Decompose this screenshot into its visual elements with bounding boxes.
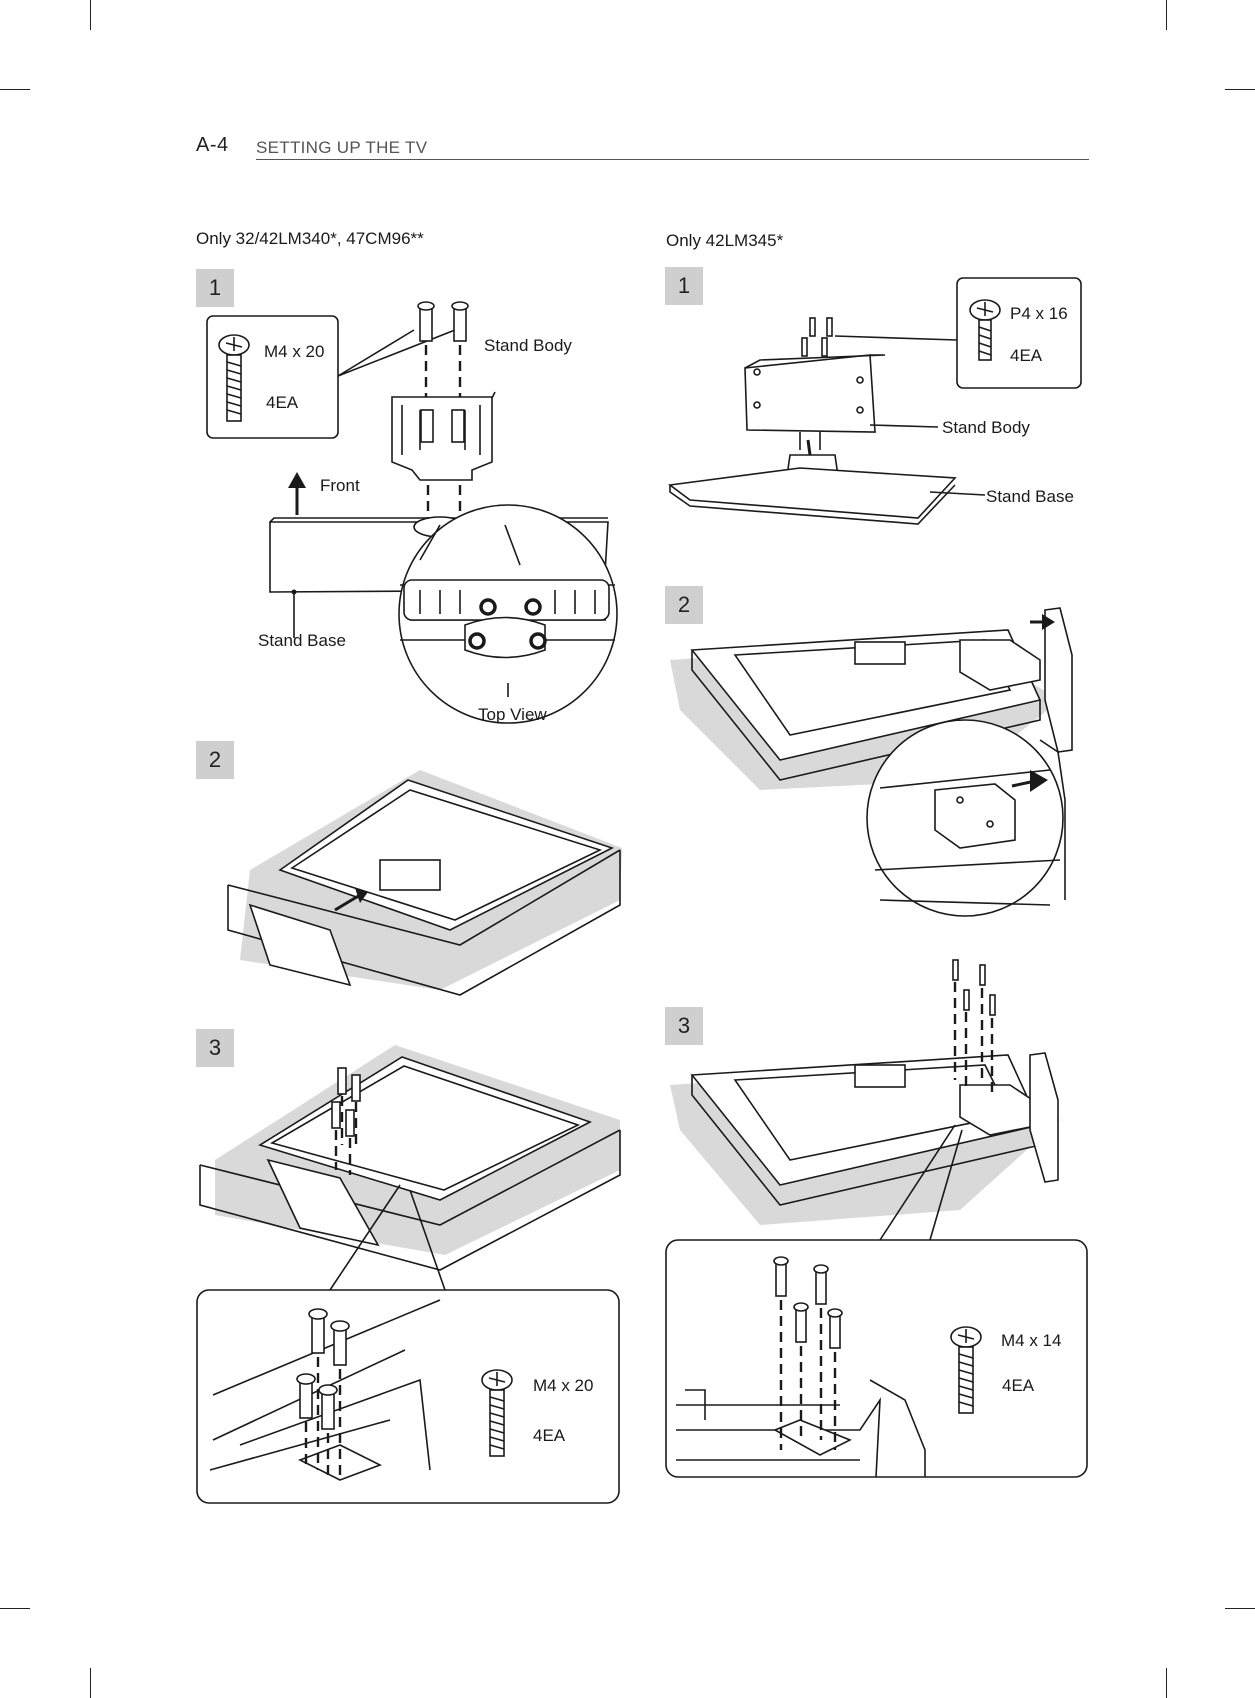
stand-body-label: Stand Body (484, 336, 572, 355)
screw-size-label: M4 x 20 (533, 1376, 594, 1395)
stand-body-label: Stand Body (942, 418, 1030, 437)
stand-body (266, 1158, 380, 1247)
screw-qty-label: 4EA (533, 1426, 566, 1445)
screw-size-label: P4 x 16 (1010, 304, 1068, 323)
detail-box (196, 1289, 620, 1504)
screw-icon (950, 1326, 982, 1414)
crop-mark (0, 1608, 30, 1609)
screw-icon (801, 317, 833, 357)
crop-mark (1166, 0, 1167, 30)
header-rule (256, 159, 1089, 160)
stand-base (667, 467, 957, 519)
right-column-heading: Only 42LM345* (666, 231, 784, 250)
screw-qty-label: 4EA (1010, 346, 1043, 365)
screw-qty-label: 4EA (1002, 1376, 1035, 1395)
crop-mark (1166, 1668, 1167, 1698)
crop-mark (1225, 1608, 1255, 1609)
stand-body (391, 396, 493, 481)
step-number-badge: 1 (196, 269, 234, 307)
step-number-badge: 2 (665, 586, 703, 624)
screw-icon (296, 1308, 350, 1430)
screw-icon (952, 959, 996, 1016)
screw-icon (969, 299, 1001, 361)
screw-size-label: M4 x 20 (264, 342, 325, 361)
crop-mark (1225, 89, 1255, 90)
crop-mark (90, 1668, 91, 1698)
screw-icon (331, 1067, 361, 1137)
detail-box (665, 1239, 1088, 1478)
step-number-badge: 3 (665, 1007, 703, 1045)
step-number-badge: 2 (196, 741, 234, 779)
step-number-badge: 3 (196, 1029, 234, 1067)
screw-spec-box (956, 277, 1082, 389)
screw-icon (218, 334, 250, 422)
screw-size-label: M4 x 14 (1001, 1331, 1062, 1350)
page-number: A-4 (196, 134, 229, 156)
stand-base-label: Stand Base (986, 487, 1074, 506)
top-view-label: Top View (478, 705, 547, 724)
step-number-badge: 1 (665, 267, 703, 305)
screw-icon (417, 301, 469, 342)
front-label: Front (320, 476, 360, 495)
section-title: SETTING UP THE TV (256, 138, 428, 157)
screw-qty-label: 4EA (266, 393, 299, 412)
stand-body (744, 354, 876, 433)
screw-icon (481, 1369, 513, 1457)
crop-mark (0, 89, 30, 90)
stand-base-label: Stand Base (258, 631, 346, 650)
crop-mark (90, 0, 91, 30)
screw-spec-box (206, 315, 339, 439)
stand-body (248, 903, 352, 987)
left-column-heading: Only 32/42LM340*, 47CM96** (196, 229, 424, 248)
screw-icon (773, 1256, 843, 1349)
